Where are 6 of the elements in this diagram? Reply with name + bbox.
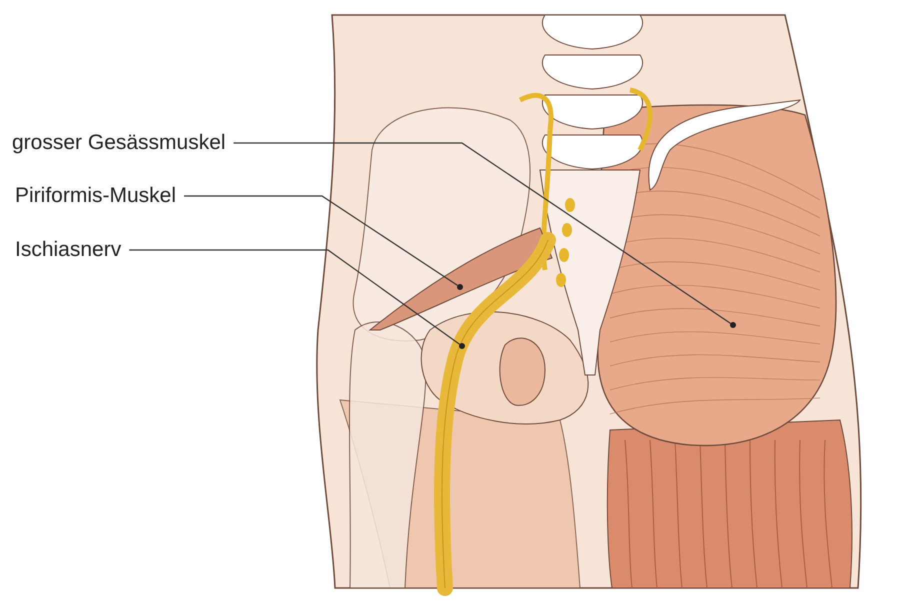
label-text: Piriformis-Muskel [15,184,176,207]
label-text: Ischiasnerv [15,238,122,261]
leader-line [234,142,731,324]
leader-line [129,249,460,345]
leader-line [184,195,458,286]
label-text: grosser Gesässmuskel [12,131,226,154]
